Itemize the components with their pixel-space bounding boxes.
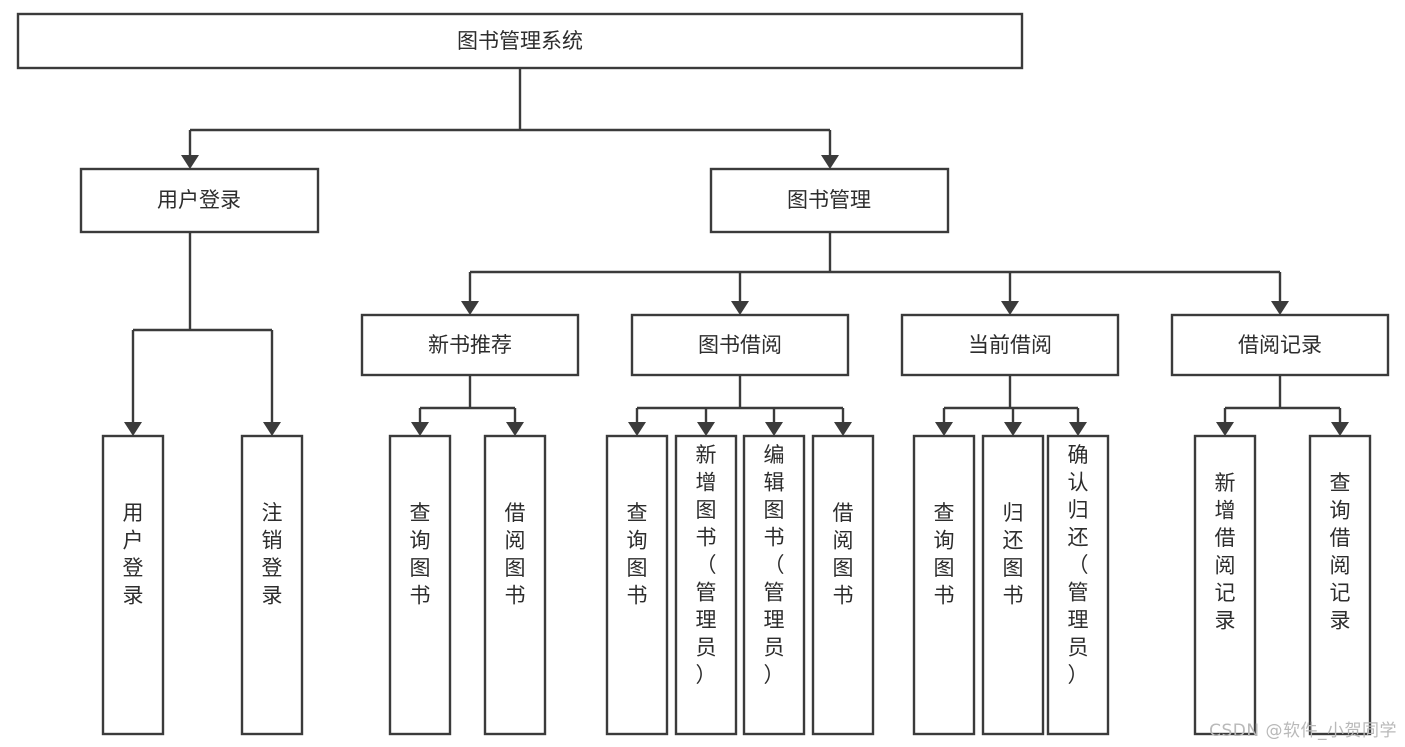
node-leaf-query-record-box[interactable] — [1308, 434, 1372, 736]
node-leaf-return-book[interactable]: 归还图书 — [981, 434, 1045, 736]
node-leaf-logout-box[interactable] — [240, 434, 304, 736]
node-user-login-label: 用户登录 — [157, 188, 241, 212]
node-new-book-recommend-box[interactable] — [360, 313, 580, 377]
node-leaf-edit-book[interactable]: 编辑图书（管理员） — [742, 434, 806, 736]
node-leaf-query-book-1[interactable]: 查询图书 — [388, 434, 452, 736]
node-leaf-confirm-return[interactable]: 确认归还（管理员） — [1046, 434, 1110, 736]
arrow-leaf-user-login — [124, 422, 142, 436]
node-leaf-query-book-1-label: 查询图书 — [410, 501, 431, 608]
arrow-leaf-confirm-return — [1069, 422, 1087, 436]
node-leaf-edit-book-label: 编辑图书（管理员） — [764, 443, 785, 687]
node-book-management-label: 图书管理 — [787, 188, 871, 212]
node-leaf-user-login-box[interactable] — [101, 434, 165, 736]
node-leaf-query-book-2-box[interactable] — [605, 434, 669, 736]
node-leaf-confirm-return-label: 确认归还（管理员） — [1068, 443, 1089, 687]
node-leaf-add-record[interactable]: 新增借阅记录 — [1193, 434, 1257, 736]
arrow-to-book-management — [821, 155, 839, 169]
node-leaf-borrow-book-1[interactable]: 借阅图书 — [483, 434, 547, 736]
arrow-leaf-logout — [263, 422, 281, 436]
node-leaf-query-book-3[interactable]: 查询图书 — [912, 434, 976, 736]
arrow-borrow-record — [1271, 301, 1289, 315]
node-borrow-record-label: 借阅记录 — [1238, 333, 1322, 357]
node-leaf-add-book[interactable]: 新增图书（管理员） — [674, 434, 738, 736]
arrow-leaf-query-book-1 — [411, 422, 429, 436]
arrow-leaf-query-book-3 — [935, 422, 953, 436]
node-leaf-query-record-label: 查询借阅记录 — [1330, 471, 1351, 633]
node-leaf-add-record-label: 新增借阅记录 — [1215, 471, 1236, 633]
arrow-leaf-add-book — [697, 422, 715, 436]
node-leaf-query-record[interactable]: 查询借阅记录 — [1308, 434, 1372, 736]
node-leaf-borrow-book-2[interactable]: 借阅图书 — [811, 434, 875, 736]
arrow-leaf-borrow-book-2 — [834, 422, 852, 436]
arrow-leaf-borrow-book-1 — [506, 422, 524, 436]
node-leaf-add-book-label: 新增图书（管理员） — [696, 443, 717, 687]
node-book-borrow-box[interactable] — [630, 313, 850, 377]
node-borrow-record[interactable]: 借阅记录 — [1170, 313, 1390, 377]
node-leaf-query-book-2-label: 查询图书 — [627, 501, 648, 608]
arrow-leaf-return-book — [1004, 422, 1022, 436]
node-leaf-logout[interactable]: 注销登录 — [240, 434, 304, 736]
node-leaf-add-record-box[interactable] — [1193, 434, 1257, 736]
arrow-to-user-login — [181, 155, 199, 169]
edges-group — [124, 68, 1349, 436]
node-leaf-borrow-book-2-box[interactable] — [811, 434, 875, 736]
node-leaf-query-book-3-box[interactable] — [912, 434, 976, 736]
node-leaf-borrow-book-1-box[interactable] — [483, 434, 547, 736]
node-leaf-return-book-box[interactable] — [981, 434, 1045, 736]
arrow-current-borrow — [1001, 301, 1019, 315]
node-borrow-record-box[interactable] — [1170, 313, 1390, 377]
node-root-label: 图书管理系统 — [457, 29, 583, 53]
node-current-borrow[interactable]: 当前借阅 — [900, 313, 1120, 377]
node-new-book-recommend-label: 新书推荐 — [428, 333, 512, 357]
node-leaf-confirm-return-box[interactable] — [1046, 434, 1110, 736]
node-new-book-recommend[interactable]: 新书推荐 — [360, 313, 580, 377]
csdn-watermark: CSDN @软件_小贺同学 — [1209, 721, 1397, 741]
node-leaf-borrow-book-2-label: 借阅图书 — [833, 501, 854, 608]
node-leaf-query-book-2[interactable]: 查询图书 — [605, 434, 669, 736]
node-book-borrow-label: 图书借阅 — [698, 333, 782, 357]
node-user-login-box[interactable] — [79, 167, 320, 234]
node-user-login[interactable]: 用户登录 — [79, 167, 320, 234]
node-leaf-add-book-box[interactable] — [674, 434, 738, 736]
arrow-leaf-query-book-2 — [628, 422, 646, 436]
arrow-new-book-recommend — [461, 301, 479, 315]
node-leaf-query-book-1-box[interactable] — [388, 434, 452, 736]
node-leaf-user-login[interactable]: 用户登录 — [101, 434, 165, 736]
node-leaf-edit-book-box[interactable] — [742, 434, 806, 736]
arrow-leaf-query-record — [1331, 422, 1349, 436]
node-leaf-borrow-book-1-label: 借阅图书 — [505, 501, 526, 608]
node-book-management[interactable]: 图书管理 — [709, 167, 950, 234]
node-leaf-return-book-label: 归还图书 — [1003, 501, 1024, 608]
node-current-borrow-box[interactable] — [900, 313, 1120, 377]
node-root-box[interactable] — [16, 12, 1024, 70]
node-leaf-query-book-3-label: 查询图书 — [934, 501, 955, 608]
node-leaf-logout-label: 注销登录 — [262, 501, 283, 608]
node-current-borrow-label: 当前借阅 — [968, 333, 1052, 357]
node-book-management-box[interactable] — [709, 167, 950, 234]
node-root[interactable]: 图书管理系统 — [16, 12, 1024, 70]
arrow-book-borrow — [731, 301, 749, 315]
arrow-leaf-add-record — [1216, 422, 1234, 436]
node-book-borrow[interactable]: 图书借阅 — [630, 313, 850, 377]
arrow-leaf-edit-book — [765, 422, 783, 436]
node-leaf-user-login-label: 用户登录 — [123, 501, 144, 608]
